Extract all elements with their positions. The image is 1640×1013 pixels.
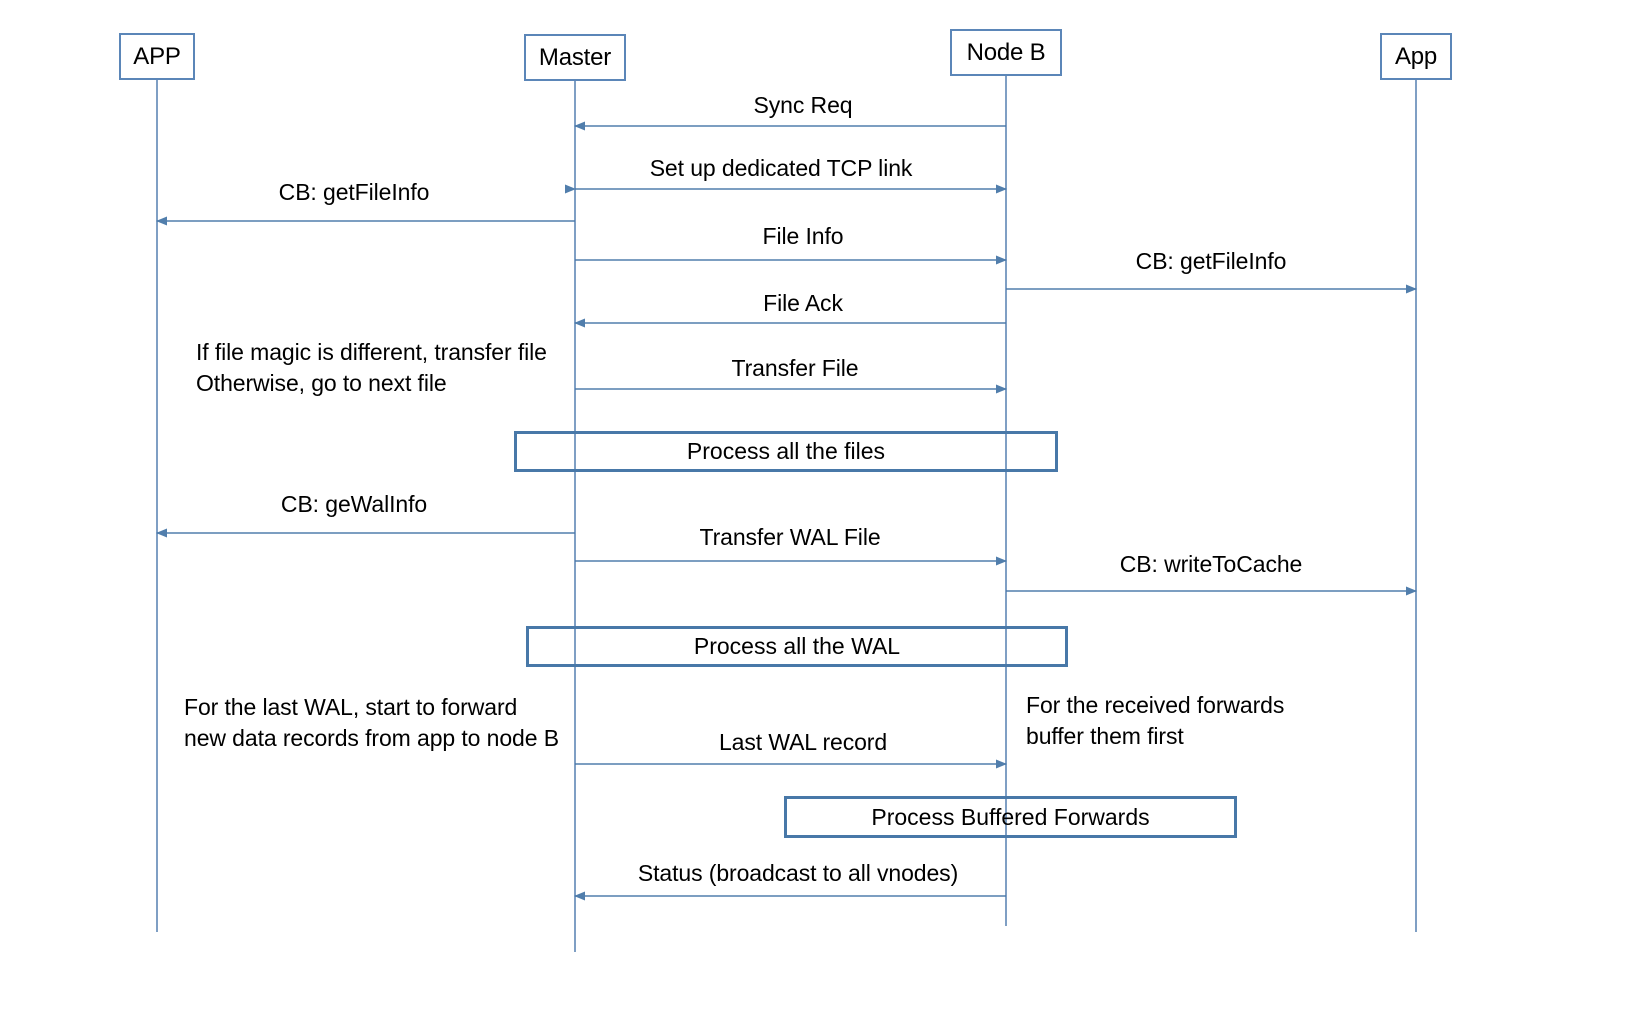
note-file-magic: If file magic is different, transfer fil… — [196, 339, 547, 396]
participant-label: Node B — [966, 38, 1046, 66]
message-label-cb-getfileinfo-left: CB: getFileInfo — [278, 179, 430, 205]
message-label-sync-req: Sync Req — [753, 92, 853, 118]
activation-box-process-all-wal[interactable]: Process all the WAL — [526, 626, 1068, 667]
message-label-transfer-wal-file: Transfer WAL File — [699, 524, 881, 550]
activation-label: Process Buffered Forwards — [871, 803, 1150, 830]
participant-box-app-left[interactable]: APP — [119, 33, 195, 80]
activation-box-process-buffered-forwards[interactable]: Process Buffered Forwards — [784, 796, 1237, 838]
message-label-cb-getfileinfo-right: CB: getFileInfo — [1135, 248, 1287, 274]
participant-box-node-b[interactable]: Node B — [950, 29, 1062, 76]
activation-label: Process all the files — [686, 438, 886, 464]
participant-box-app-right[interactable]: App — [1380, 33, 1452, 80]
note-last-wal-forward: For the last WAL, start to forward new d… — [184, 694, 559, 751]
lifelines-group — [156, 76, 1417, 952]
activation-box-process-all-files[interactable]: Process all the files — [514, 431, 1058, 472]
message-label-cb-gewalinfo: CB: geWalInfo — [280, 491, 428, 517]
message-label-file-ack: File Ack — [763, 290, 843, 316]
message-label-last-wal-record: Last WAL record — [718, 729, 888, 755]
message-label-transfer-file: Transfer File — [731, 355, 859, 381]
message-label-cb-writetocache: CB: writeToCache — [1119, 551, 1303, 577]
participant-label: Master — [538, 43, 612, 71]
message-label-setup-tcp-link: Set up dedicated TCP link — [649, 155, 913, 181]
message-arrows-group — [156, 121, 1417, 901]
participant-label: APP — [133, 42, 181, 70]
activation-label: Process all the WAL — [693, 633, 901, 659]
participant-label: App — [1394, 42, 1438, 70]
participant-box-master[interactable]: Master — [524, 34, 626, 81]
message-label-file-info: File Info — [762, 223, 844, 249]
note-buffer-received-forwards: For the received forwards buffer them fi… — [1026, 692, 1285, 749]
message-label-status-broadcast: Status (broadcast to all vnodes) — [637, 860, 959, 886]
